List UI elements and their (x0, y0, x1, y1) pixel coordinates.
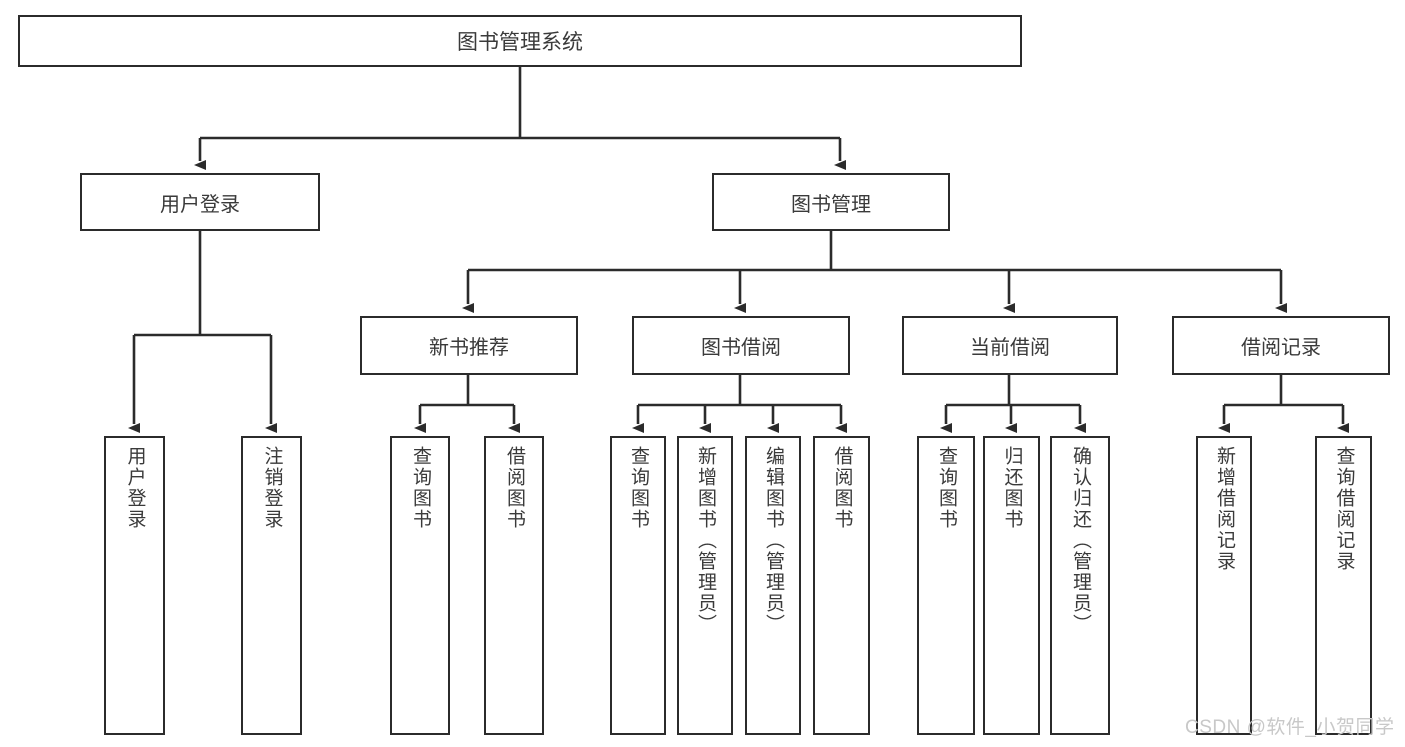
node-book-borrow[interactable]: 图书借阅 (632, 316, 850, 375)
watermark: CSDN @软件_小贺同学 (1185, 717, 1395, 738)
leaf-query-borrow-record[interactable]: 查询借阅记录 (1315, 436, 1372, 735)
leaf-borrow-book-recommend[interactable]: 借阅图书 (484, 436, 544, 735)
leaf-add-book-admin[interactable]: 新增图书（管理员） (677, 436, 733, 735)
node-user-login[interactable]: 用户登录 (80, 173, 320, 231)
leaf-edit-book-admin-label: 编辑图书（管理员） (762, 446, 784, 635)
node-new-book-recommend[interactable]: 新书推荐 (360, 316, 578, 375)
node-current-borrow[interactable]: 当前借阅 (902, 316, 1118, 375)
leaf-query-book-borrow-label: 查询图书 (627, 446, 649, 530)
leaf-query-book-borrow[interactable]: 查询图书 (610, 436, 666, 735)
node-root[interactable]: 图书管理系统 (18, 15, 1022, 67)
leaf-borrow-book[interactable]: 借阅图书 (813, 436, 870, 735)
leaf-query-book-recommend-label: 查询图书 (409, 446, 431, 530)
node-borrow-record-label: 借阅记录 (1241, 337, 1321, 359)
node-new-book-recommend-label: 新书推荐 (429, 337, 509, 359)
leaf-edit-book-admin[interactable]: 编辑图书（管理员） (745, 436, 801, 735)
leaf-return-book-label: 归还图书 (1001, 446, 1023, 530)
leaf-logout[interactable]: 注销登录 (241, 436, 302, 735)
node-book-management[interactable]: 图书管理 (712, 173, 950, 231)
leaf-confirm-return-admin-label: 确认归还（管理员） (1069, 446, 1091, 635)
leaf-query-book-current[interactable]: 查询图书 (917, 436, 975, 735)
leaf-return-book[interactable]: 归还图书 (983, 436, 1040, 735)
leaf-user-login-label: 用户登录 (124, 446, 146, 530)
leaf-query-book-current-label: 查询图书 (935, 446, 957, 530)
leaf-borrow-book-label: 借阅图书 (831, 446, 853, 530)
node-root-label: 图书管理系统 (457, 31, 583, 54)
leaf-query-borrow-record-label: 查询借阅记录 (1333, 446, 1355, 572)
node-book-borrow-label: 图书借阅 (701, 337, 781, 359)
node-current-borrow-label: 当前借阅 (970, 337, 1050, 359)
leaf-confirm-return-admin[interactable]: 确认归还（管理员） (1050, 436, 1110, 735)
node-book-management-label: 图书管理 (791, 193, 871, 216)
leaf-query-book-recommend[interactable]: 查询图书 (390, 436, 450, 735)
leaf-borrow-book-recommend-label: 借阅图书 (503, 446, 525, 530)
leaf-add-borrow-record-label: 新增借阅记录 (1213, 446, 1235, 572)
node-user-login-label: 用户登录 (160, 193, 240, 216)
leaf-add-book-admin-label: 新增图书（管理员） (694, 446, 716, 635)
leaf-add-borrow-record[interactable]: 新增借阅记录 (1196, 436, 1252, 735)
leaf-user-login[interactable]: 用户登录 (104, 436, 165, 735)
node-borrow-record[interactable]: 借阅记录 (1172, 316, 1390, 375)
leaf-logout-label: 注销登录 (261, 446, 283, 530)
